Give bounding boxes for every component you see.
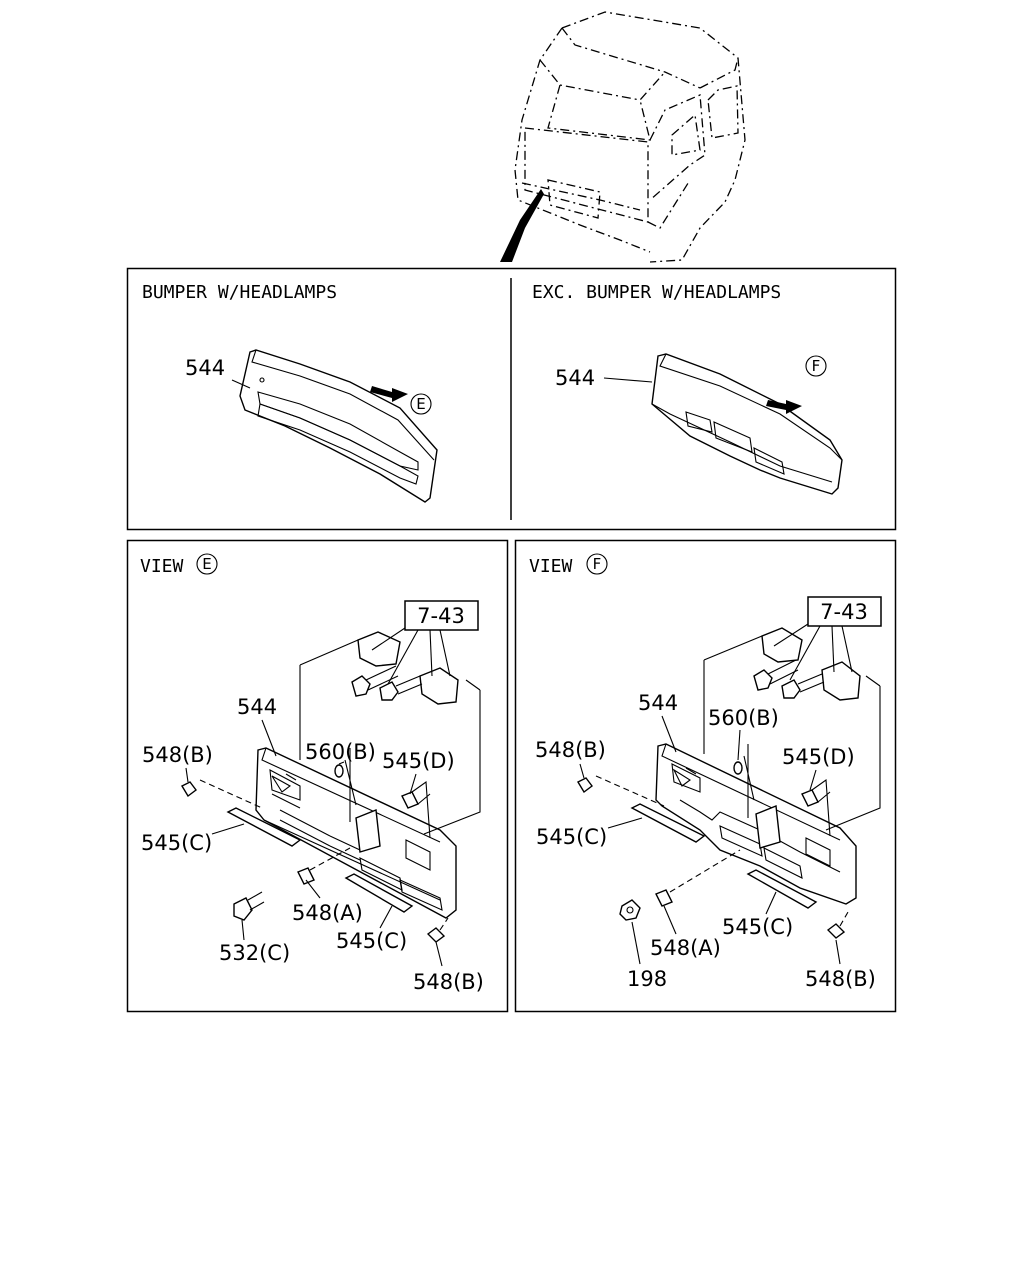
label-548b-bottom-view-e: 548(B) bbox=[413, 970, 484, 994]
view-e-title: VIEW bbox=[140, 556, 184, 577]
bumper-with-headlamps-title: BUMPER W/HEADLAMPS bbox=[142, 282, 337, 303]
view-e-grille-assembly bbox=[181, 631, 481, 943]
leader-544-left bbox=[231, 379, 251, 389]
label-548a-view-e: 548(A) bbox=[292, 901, 363, 925]
label-545c-bottom-view-f: 545(C) bbox=[722, 915, 793, 939]
view-e-marker: E bbox=[416, 395, 425, 413]
view-e-panel-frame bbox=[126, 539, 509, 1013]
grille-544-with-headlamps bbox=[239, 349, 438, 503]
label-544-view-e: 544 bbox=[237, 695, 277, 719]
label-545d-view-f: 545(D) bbox=[782, 745, 855, 769]
ref-box-7-43-f bbox=[807, 596, 882, 627]
label-198-view-f: 198 bbox=[627, 967, 667, 991]
label-544-left: 544 bbox=[185, 356, 225, 380]
ref-box-7-43-e bbox=[404, 600, 479, 631]
ref-7-43-e: 7-43 bbox=[417, 604, 465, 628]
label-545c-left-view-f: 545(C) bbox=[536, 825, 607, 849]
label-548b-bottom-view-f: 548(B) bbox=[805, 967, 876, 991]
grille-544-exc-headlamps bbox=[651, 353, 843, 495]
view-e-title-marker: E bbox=[202, 555, 211, 573]
view-e-leaders bbox=[185, 627, 451, 967]
view-f-panel-frame bbox=[514, 539, 897, 1013]
label-560b-view-e: 560(B) bbox=[305, 740, 376, 764]
label-545c-bottom-view-e: 545(C) bbox=[336, 929, 407, 953]
label-548b-top-view-e: 548(B) bbox=[142, 743, 213, 767]
label-544-right: 544 bbox=[555, 366, 595, 390]
arrow-view-f bbox=[766, 400, 802, 414]
label-560b-view-f: 560(B) bbox=[708, 706, 779, 730]
arrow-view-e bbox=[370, 386, 408, 402]
label-544-view-f: 544 bbox=[638, 691, 678, 715]
label-532c-view-e: 532(C) bbox=[219, 941, 290, 965]
label-545c-left-view-e: 545(C) bbox=[141, 831, 212, 855]
view-f-leaders bbox=[579, 623, 853, 965]
exc-bumper-with-headlamps-title: EXC. BUMPER W/HEADLAMPS bbox=[532, 282, 781, 303]
view-e-title-circle bbox=[196, 553, 218, 575]
view-f-title-circle bbox=[586, 553, 608, 575]
view-e-marker-circle bbox=[410, 393, 432, 415]
truck-cab-illustration bbox=[500, 11, 746, 263]
view-f-grille-assembly bbox=[577, 627, 881, 939]
view-f-title: VIEW bbox=[529, 556, 573, 577]
label-548a-view-f: 548(A) bbox=[650, 936, 721, 960]
view-f-marker: F bbox=[812, 357, 821, 375]
leader-544-right bbox=[603, 377, 653, 383]
top-panel-frame bbox=[126, 267, 897, 531]
label-545d-view-e: 545(D) bbox=[382, 749, 455, 773]
view-f-marker-circle bbox=[805, 355, 827, 377]
label-548b-top-view-f: 548(B) bbox=[535, 738, 606, 762]
view-f-title-marker: F bbox=[593, 555, 602, 573]
ref-7-43-f: 7-43 bbox=[820, 600, 868, 624]
